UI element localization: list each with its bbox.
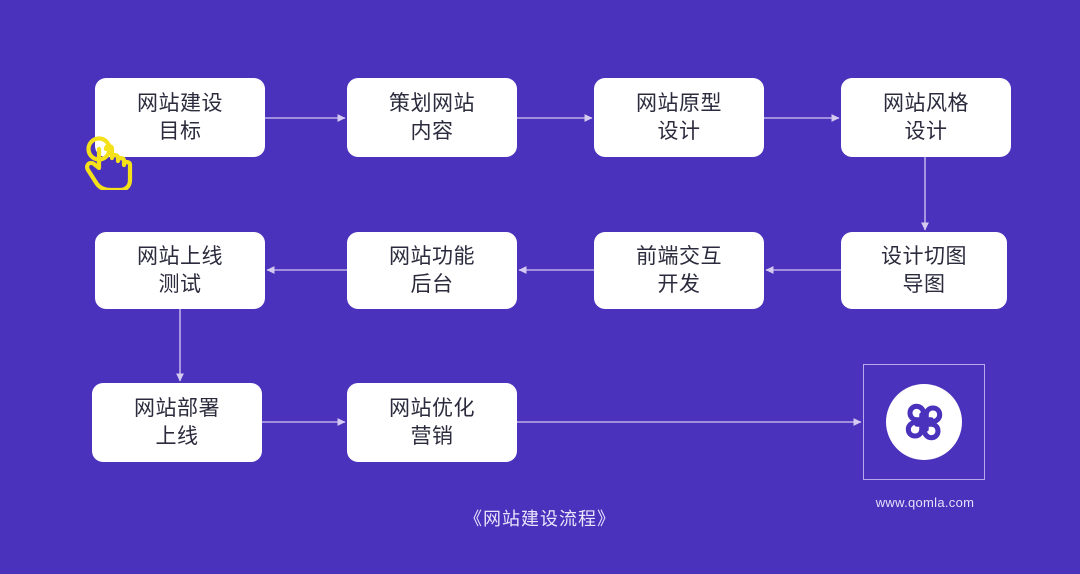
brand-url: www.qomla.com xyxy=(875,495,975,510)
flow-node-n8[interactable]: 网站上线 测试 xyxy=(95,232,265,309)
flow-node-n3-line2: 设计 xyxy=(657,119,701,143)
flow-node-n5-line2: 导图 xyxy=(902,272,946,296)
brand-logo-frame xyxy=(863,364,985,480)
flow-node-n10[interactable]: 网站优化 营销 xyxy=(347,383,517,462)
flow-node-n1-line2: 目标 xyxy=(158,119,202,143)
flow-node-n1-line1: 网站建设 xyxy=(137,91,223,115)
brand-logo-badge xyxy=(886,384,962,460)
flow-node-n4[interactable]: 网站风格 设计 xyxy=(841,78,1011,157)
flow-node-n5[interactable]: 设计切图 导图 xyxy=(841,232,1007,309)
flow-node-n2-line1: 策划网站 xyxy=(389,91,475,115)
tap-hand-cursor-icon xyxy=(85,136,133,190)
flow-node-n4-line1: 网站风格 xyxy=(883,91,969,115)
flow-node-n6[interactable]: 前端交互 开发 xyxy=(594,232,764,309)
flow-node-n5-line1: 设计切图 xyxy=(881,244,967,268)
flow-node-n8-line1: 网站上线 xyxy=(137,244,223,268)
flow-node-n10-line1: 网站优化 xyxy=(389,396,475,420)
flow-node-n9-line1: 网站部署 xyxy=(134,396,220,420)
diagram-caption: 《网站建设流程》 xyxy=(464,509,616,529)
flow-node-n2[interactable]: 策划网站 内容 xyxy=(347,78,517,157)
flow-node-n7-line1: 网站功能 xyxy=(389,244,475,268)
flow-node-n7[interactable]: 网站功能 后台 xyxy=(347,232,517,309)
flow-node-n7-line2: 后台 xyxy=(410,272,454,296)
flow-node-n2-line2: 内容 xyxy=(410,119,454,143)
flow-node-n3-line1: 网站原型 xyxy=(636,91,722,115)
qomla-clover-knot-icon xyxy=(905,403,943,441)
flow-node-n8-line2: 测试 xyxy=(158,272,202,296)
flow-node-n10-line2: 营销 xyxy=(410,424,454,448)
flow-node-n3[interactable]: 网站原型 设计 xyxy=(594,78,764,157)
flow-node-n4-line2: 设计 xyxy=(904,119,948,143)
flow-node-n9-line2: 上线 xyxy=(155,424,199,448)
flow-node-n6-line1: 前端交互 xyxy=(636,244,722,268)
flow-node-n6-line2: 开发 xyxy=(657,272,701,296)
flow-node-n1[interactable]: 网站建设 目标 xyxy=(95,78,265,157)
flow-node-n9[interactable]: 网站部署 上线 xyxy=(92,383,262,462)
